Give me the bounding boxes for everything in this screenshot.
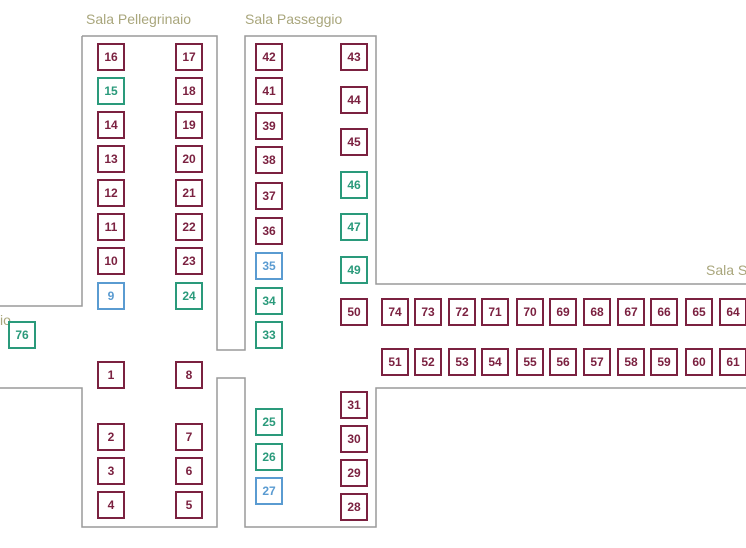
booth-5[interactable]: 5: [175, 491, 203, 519]
booth-58[interactable]: 58: [617, 348, 645, 376]
booth-53[interactable]: 53: [448, 348, 476, 376]
booth-71[interactable]: 71: [481, 298, 509, 326]
wall-pellegrinaio-upper: [0, 35, 746, 351]
booth-69[interactable]: 69: [549, 298, 577, 326]
booth-68[interactable]: 68: [583, 298, 611, 326]
booth-49[interactable]: 49: [340, 256, 368, 284]
hall-label-pellegrinaio: Sala Pellegrinaio: [86, 11, 192, 27]
wall-lower: [0, 377, 746, 528]
booth-34[interactable]: 34: [255, 287, 283, 315]
booth-37[interactable]: 37: [255, 182, 283, 210]
booth-65[interactable]: 65: [685, 298, 713, 326]
booth-27[interactable]: 27: [255, 477, 283, 505]
booth-72[interactable]: 72: [448, 298, 476, 326]
booth-26[interactable]: 26: [255, 443, 283, 471]
booth-29[interactable]: 29: [340, 459, 368, 487]
booth-66[interactable]: 66: [650, 298, 678, 326]
booth-60[interactable]: 60: [685, 348, 713, 376]
booth-43[interactable]: 43: [340, 43, 368, 71]
booth-45[interactable]: 45: [340, 128, 368, 156]
booth-67[interactable]: 67: [617, 298, 645, 326]
booth-9[interactable]: 9: [97, 282, 125, 310]
booth-15[interactable]: 15: [97, 77, 125, 105]
booth-46[interactable]: 46: [340, 171, 368, 199]
booth-52[interactable]: 52: [414, 348, 442, 376]
booth-18[interactable]: 18: [175, 77, 203, 105]
booth-33[interactable]: 33: [255, 321, 283, 349]
booth-39[interactable]: 39: [255, 112, 283, 140]
booth-1[interactable]: 1: [97, 361, 125, 389]
booth-44[interactable]: 44: [340, 86, 368, 114]
booth-56[interactable]: 56: [549, 348, 577, 376]
booth-47[interactable]: 47: [340, 213, 368, 241]
hall-label-right: Sala S: [706, 262, 746, 278]
booth-2[interactable]: 2: [97, 423, 125, 451]
booth-14[interactable]: 14: [97, 111, 125, 139]
booth-36[interactable]: 36: [255, 217, 283, 245]
booth-13[interactable]: 13: [97, 145, 125, 173]
booth-4[interactable]: 4: [97, 491, 125, 519]
booth-51[interactable]: 51: [381, 348, 409, 376]
booth-70[interactable]: 70: [516, 298, 544, 326]
booth-41[interactable]: 41: [255, 77, 283, 105]
booth-8[interactable]: 8: [175, 361, 203, 389]
booth-6[interactable]: 6: [175, 457, 203, 485]
hall-label-passeggio: Sala Passeggio: [245, 11, 343, 27]
booth-55[interactable]: 55: [516, 348, 544, 376]
booth-19[interactable]: 19: [175, 111, 203, 139]
booth-24[interactable]: 24: [175, 282, 203, 310]
booth-54[interactable]: 54: [481, 348, 509, 376]
booth-12[interactable]: 12: [97, 179, 125, 207]
booth-50[interactable]: 50: [340, 298, 368, 326]
booth-20[interactable]: 20: [175, 145, 203, 173]
booth-3[interactable]: 3: [97, 457, 125, 485]
booth-42[interactable]: 42: [255, 43, 283, 71]
booth-73[interactable]: 73: [414, 298, 442, 326]
booth-23[interactable]: 23: [175, 247, 203, 275]
booth-22[interactable]: 22: [175, 213, 203, 241]
booth-25[interactable]: 25: [255, 408, 283, 436]
booth-35[interactable]: 35: [255, 252, 283, 280]
booth-10[interactable]: 10: [97, 247, 125, 275]
booth-31[interactable]: 31: [340, 391, 368, 419]
booth-16[interactable]: 16: [97, 43, 125, 71]
hall-label-left: io: [0, 312, 11, 328]
booth-21[interactable]: 21: [175, 179, 203, 207]
booth-17[interactable]: 17: [175, 43, 203, 71]
booth-74[interactable]: 74: [381, 298, 409, 326]
booth-7[interactable]: 7: [175, 423, 203, 451]
booth-64[interactable]: 64: [719, 298, 746, 326]
booth-30[interactable]: 30: [340, 425, 368, 453]
booth-76[interactable]: 76: [8, 321, 36, 349]
booth-59[interactable]: 59: [650, 348, 678, 376]
booth-28[interactable]: 28: [340, 493, 368, 521]
booth-57[interactable]: 57: [583, 348, 611, 376]
booth-11[interactable]: 11: [97, 213, 125, 241]
booth-61[interactable]: 61: [719, 348, 746, 376]
booth-38[interactable]: 38: [255, 146, 283, 174]
